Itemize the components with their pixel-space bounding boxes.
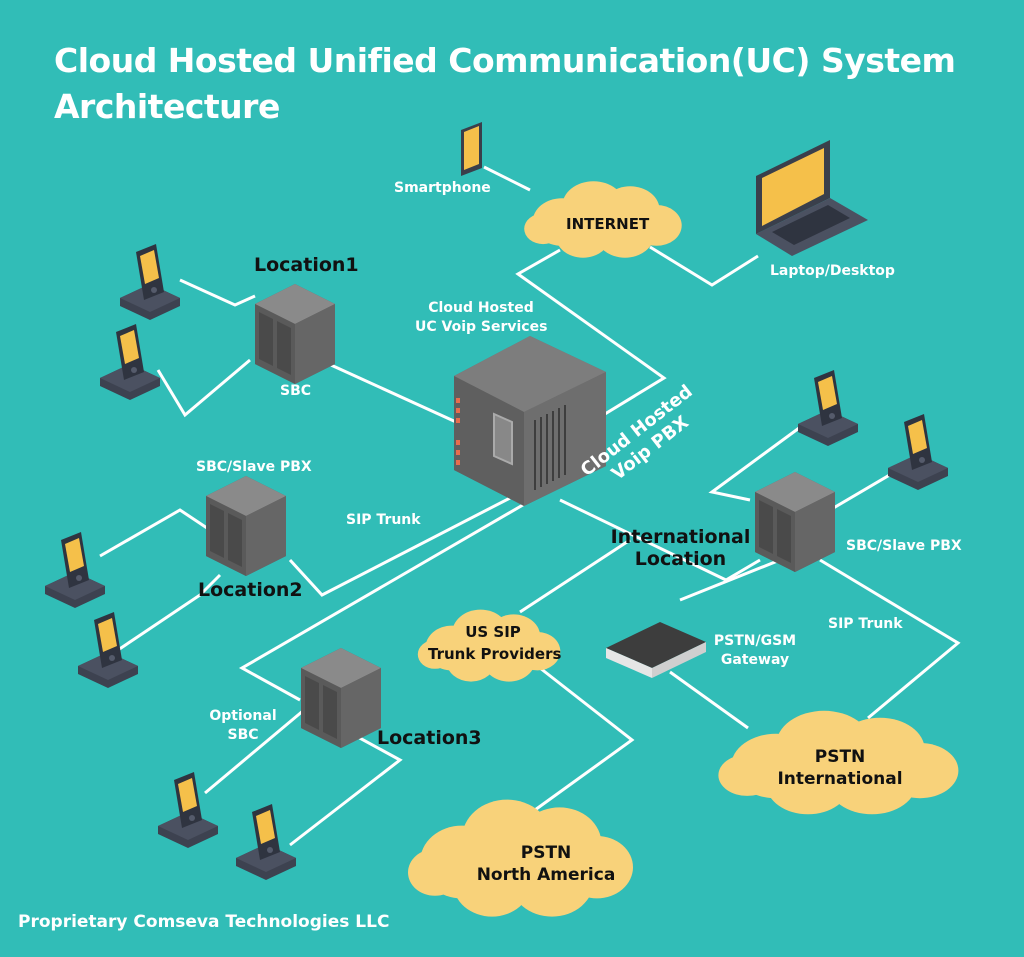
line-loc2-phone-b xyxy=(117,573,222,652)
label-pstn-na-line2: North America xyxy=(476,865,616,885)
label-location1: Location1 xyxy=(254,254,359,276)
location3-sbc-server-icon xyxy=(301,648,381,748)
desk-phone-icon xyxy=(158,772,218,848)
label-sip-trunk-right: SIP Trunk xyxy=(828,616,903,632)
desk-phone-icon xyxy=(100,324,160,400)
label-gateway-line2: Gateway xyxy=(720,652,790,668)
label-optional-line2: SBC xyxy=(227,727,259,743)
label-us-sip-line2: Trunk Providers xyxy=(428,645,562,663)
connection-lines xyxy=(99,165,961,847)
label-pstn-na-line1: PSTN xyxy=(520,843,572,863)
desk-phone-icon xyxy=(78,612,138,688)
line-pbx-loc3 xyxy=(238,500,529,702)
label-laptop: Laptop/Desktop xyxy=(770,263,895,279)
label-cloud-services-line2: UC Voip Services xyxy=(415,319,548,335)
desk-phone-icon xyxy=(798,370,858,446)
diagram-title: Cloud Hosted Unified Communication(UC) S… xyxy=(54,41,956,126)
line-intl-phone-b xyxy=(829,468,899,512)
desk-phone-icon xyxy=(236,804,296,880)
label-cloud-services-line1: Cloud Hosted xyxy=(428,300,534,316)
label-pstn-international: PSTN International xyxy=(772,746,908,790)
label-internet: INTERNET xyxy=(566,215,650,233)
laptop-icon xyxy=(756,140,868,256)
line-intl-phone-a xyxy=(708,418,811,502)
label-intl-line1: International xyxy=(610,526,751,548)
line-ussip-pstnna xyxy=(527,666,635,817)
label-smartphone: Smartphone xyxy=(394,180,491,196)
label-pstn-intl-line2: International xyxy=(777,769,903,789)
line-phone-loc1-a xyxy=(179,278,256,307)
line-phone-loc1-b xyxy=(156,358,251,418)
label-slave-pbx-right: SBC/Slave PBX xyxy=(846,538,962,554)
label-intl-line2: Location xyxy=(634,548,727,570)
location2-slave-pbx-server-icon xyxy=(206,476,286,576)
desk-phone-icon xyxy=(888,414,948,490)
line-loc1-pbx xyxy=(319,358,479,434)
label-slave-pbx-left: SBC/Slave PBX xyxy=(196,459,312,475)
label-sbc: SBC xyxy=(280,383,312,399)
label-us-sip-line1: US SIP xyxy=(465,623,521,641)
desk-phone-icon xyxy=(45,532,105,608)
label-location2: Location2 xyxy=(198,579,303,601)
desk-phone-icon xyxy=(120,244,180,320)
label-optional-sbc: Optional SBC xyxy=(205,707,281,745)
line-smartphone-internet xyxy=(483,165,531,192)
label-location3: Location3 xyxy=(377,727,482,749)
footer-copyright: Proprietary Comseva Technologies LLC xyxy=(18,912,390,932)
label-gateway: PSTN/GSM Gateway xyxy=(712,632,798,670)
line-pbx-ussip xyxy=(519,538,631,614)
label-cloud-services: Cloud Hosted UC Voip Services xyxy=(415,299,547,337)
line-internet-pbx xyxy=(515,248,667,419)
label-international-location: International Location xyxy=(608,526,753,570)
label-sip-trunk-left: SIP Trunk xyxy=(346,512,421,528)
line-intl-gateway xyxy=(679,558,781,602)
label-optional-line1: Optional xyxy=(209,708,277,724)
label-pstn-north-america: PSTN North America xyxy=(466,842,626,886)
pstn-gsm-gateway-icon xyxy=(606,622,706,678)
international-slave-pbx-server-icon xyxy=(755,472,835,572)
line-loc2-phone-a xyxy=(99,508,211,558)
location1-sbc-server-icon xyxy=(255,284,335,384)
label-us-sip-providers: US SIP Trunk Providers xyxy=(428,621,562,665)
label-pstn-intl-line1: PSTN xyxy=(814,747,866,767)
line-loc3-phone-b xyxy=(289,728,403,847)
smartphone-icon xyxy=(461,122,482,176)
line-intl-pstnintl xyxy=(819,558,961,720)
line-loc2-pbx xyxy=(288,496,511,597)
line-internet-laptop xyxy=(649,245,759,287)
cloud-pbx-server-icon xyxy=(454,336,606,506)
line-gateway-pstnintl xyxy=(669,670,749,730)
label-gateway-line1: PSTN/GSM xyxy=(713,633,797,649)
line-loc3-phone-a xyxy=(204,703,311,795)
